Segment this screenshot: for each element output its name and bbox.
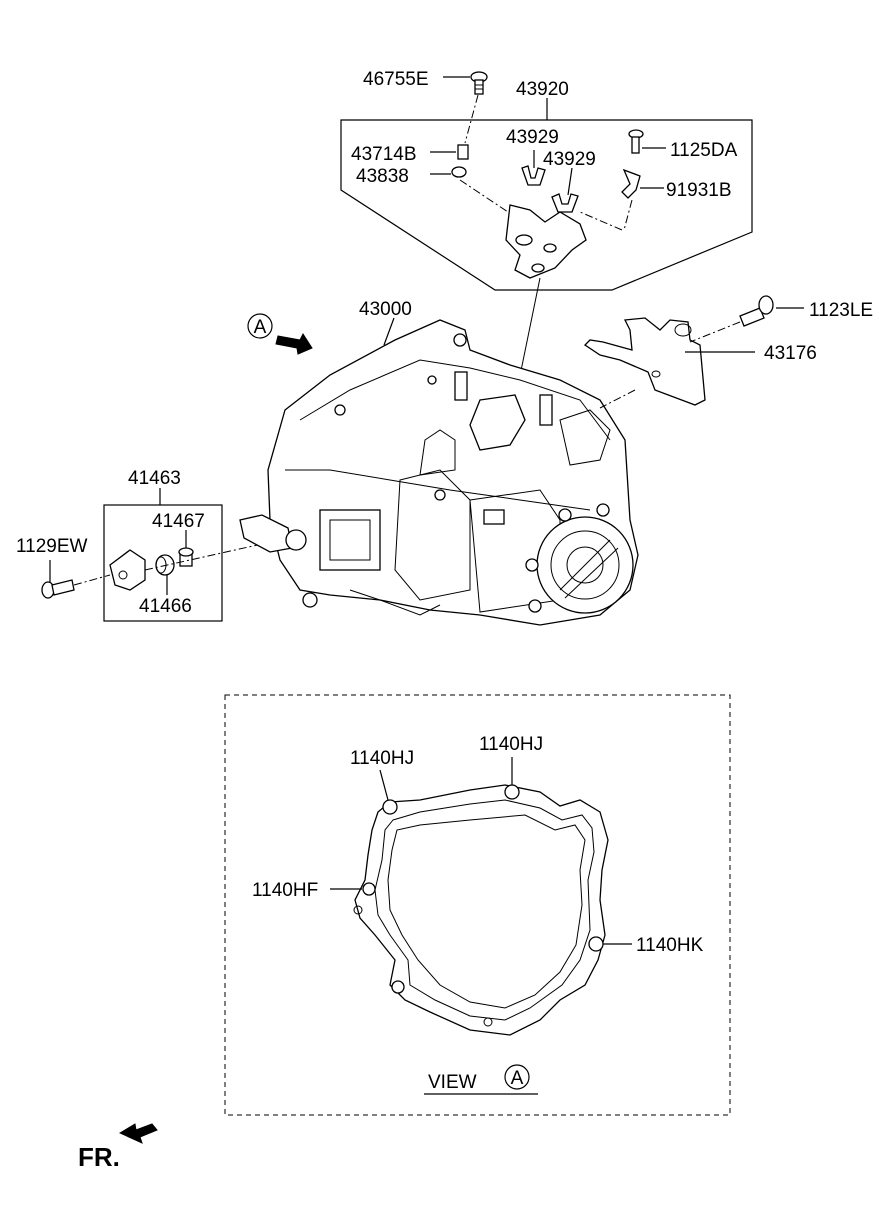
label-43929-a: 43929 [506,127,559,148]
plug-41467-icon [178,547,194,567]
label-1140hj-a: 1140HJ [350,748,414,769]
label-91931b: 91931B [666,180,732,201]
callout-letter: A [254,317,267,338]
view-word: VIEW [428,1072,477,1093]
label-43176: 43176 [764,343,817,364]
clip-91931b-icon [621,168,641,199]
shift-bracket-group [340,71,753,291]
label-41466: 41466 [139,596,192,617]
transmission-assembly [267,277,639,626]
bracket-43176-icon [583,317,706,406]
bolt-1129ew-icon [41,579,75,599]
label-1123le: 1123LE [809,300,873,321]
washer-43838-icon [451,166,467,178]
view-a-callout: A [247,313,313,355]
label-1140hf: 1140HF [252,880,318,901]
label-41463: 41463 [128,468,181,489]
label-1140hk: 1140HK [636,935,704,956]
bolt-1125da-icon [628,129,644,154]
front-label: FR. [78,1142,120,1172]
bracket-41463-icon [109,549,146,591]
label-1129ew: 1129EW [16,536,88,557]
front-indicator: FR. [78,1123,158,1172]
label-43920: 43920 [516,79,569,100]
label-46755e: 46755E [363,69,429,90]
label-43929-b: 43929 [543,149,596,170]
label-41467: 41467 [152,511,205,532]
view-letter: A [511,1068,524,1089]
label-1125da: 1125DA [670,140,738,161]
seal-41466-icon [155,554,175,576]
label-1140hj-b: 1140HJ [479,734,543,755]
bushing-43714b-icon [457,144,469,160]
clip-43929-b-icon [551,193,579,213]
sensor-41463-group [103,488,281,622]
bolt-46755e-icon [470,71,488,95]
view-a-frame [224,694,731,1116]
label-43838: 43838 [356,166,409,187]
switch-icon [239,514,307,553]
shift-bracket-icon [505,204,587,279]
clip-43929-icon [521,165,546,186]
label-43714b: 43714B [351,144,417,165]
bolt-1123le-icon [739,295,774,327]
gasket-outline [353,784,609,1036]
label-43000: 43000 [359,299,412,320]
view-a-caption: VIEW A [424,1064,538,1095]
